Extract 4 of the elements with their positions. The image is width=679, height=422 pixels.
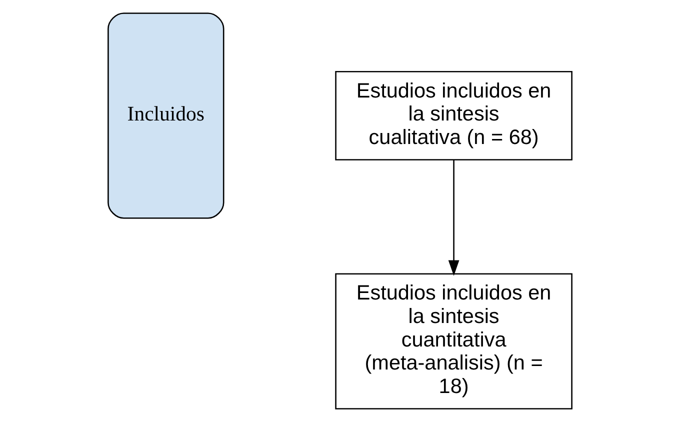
arrow	[448, 160, 459, 276]
node-box: Estudios incluidos en la sintesis cualitativa (n = 68)	[334, 70, 572, 160]
node-box: Estudios incluidos en la sintesis cuantitativa (meta-analisis) (n = 18)	[334, 273, 572, 410]
node-box: Incluidos	[107, 12, 224, 219]
